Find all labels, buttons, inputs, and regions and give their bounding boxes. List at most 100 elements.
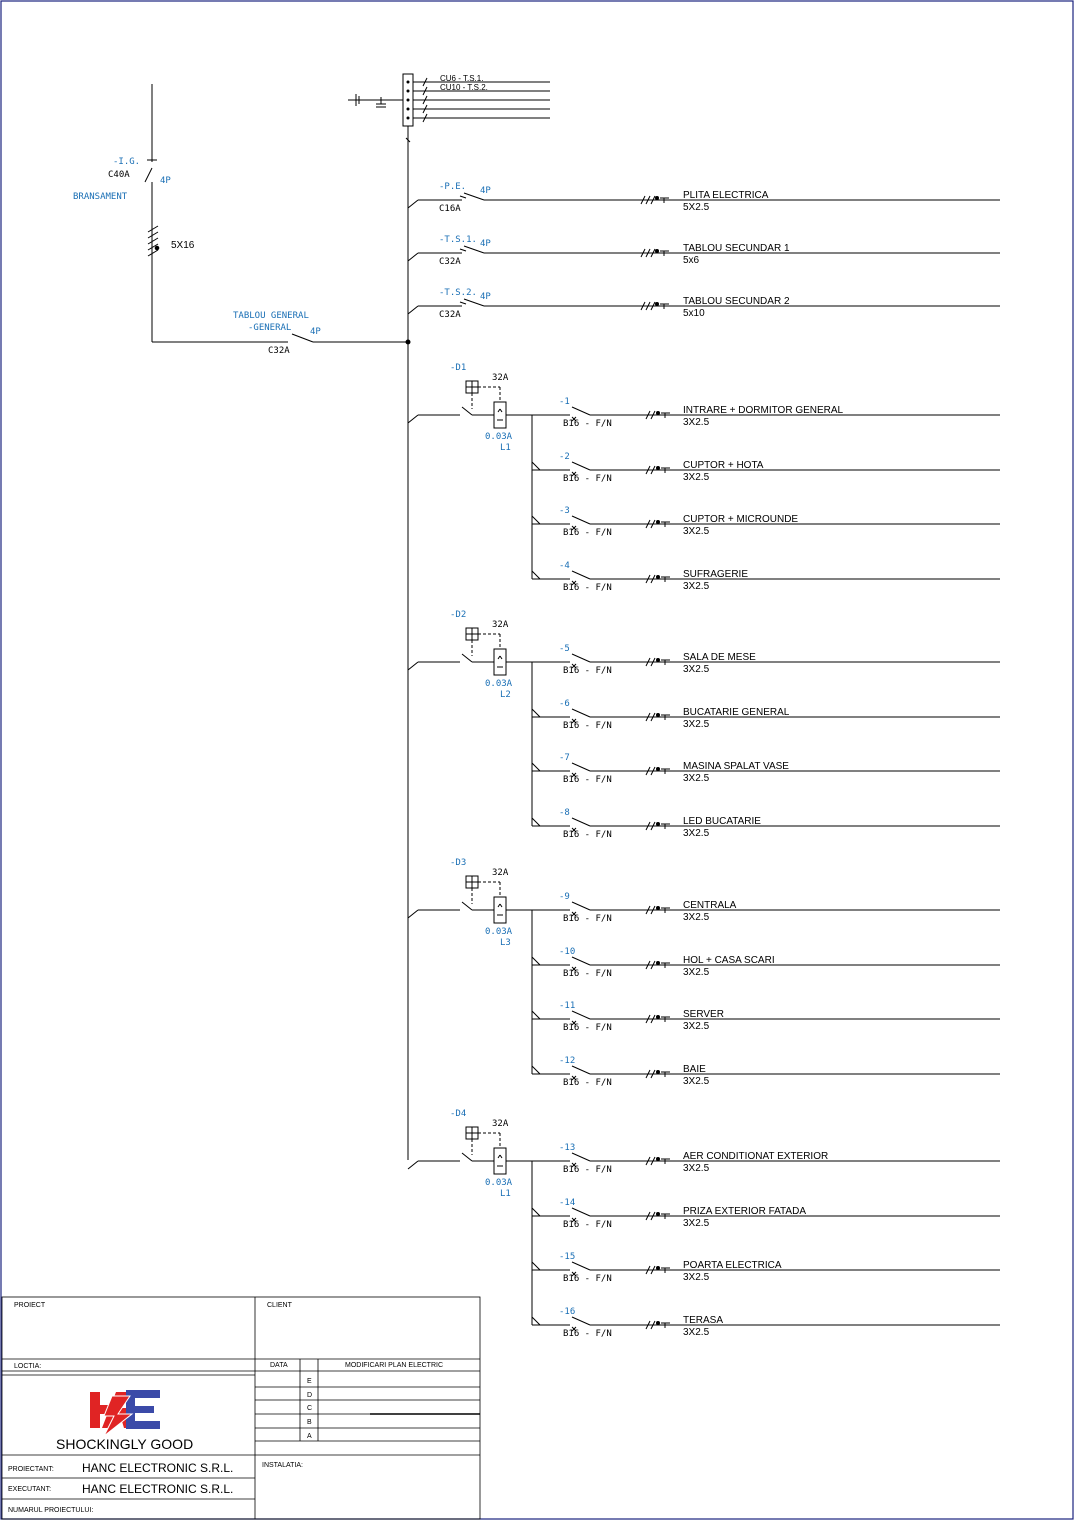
circuit-cable: 3X2.5	[683, 1272, 710, 1283]
instalatia-label: INSTALATIA:	[262, 1462, 303, 1469]
feeder-load-label: TABLOU SECUNDAR 1	[683, 243, 790, 254]
rcd-sensitivity: 0.03A	[485, 679, 513, 689]
circuit-load-label: LED BUCATARIE	[683, 816, 761, 827]
feeder-load-label: TABLOU SECUNDAR 2	[683, 296, 790, 307]
circuit-rating: B16 - F/N	[563, 419, 612, 429]
feeder-poles: 4P	[480, 239, 491, 249]
circuit-load-label: BUCATARIE GENERAL	[683, 707, 790, 718]
circuit-rating: B16 - F/N	[563, 1165, 612, 1175]
main-switch-rating: C32A	[268, 346, 290, 356]
feeder-cable: 5x6	[683, 255, 700, 266]
revision-a: A	[307, 1433, 312, 1440]
main-switch-poles: 4P	[310, 327, 321, 337]
circuit-cable: 3X2.5	[683, 1021, 710, 1032]
circuit-id: -15	[559, 1252, 575, 1262]
circuit-cable: 3X2.5	[683, 526, 710, 537]
rcd-phase: L3	[500, 938, 511, 948]
circuit-id: -9	[559, 892, 570, 902]
revision-b: B	[307, 1419, 312, 1426]
rcd-id: -D4	[450, 1109, 466, 1119]
circuit-rating: B16 - F/N	[563, 666, 612, 676]
circuit-cable: 3X2.5	[683, 912, 710, 923]
circuit-rating: B16 - F/N	[563, 1329, 612, 1339]
circuit-cable: 3X2.5	[683, 1218, 710, 1229]
rcd-rating: 32A	[492, 620, 509, 630]
modificari-label: MODIFICARI PLAN ELECTRIC	[345, 1362, 443, 1369]
circuit-load-label: MASINA SPALAT VASE	[683, 761, 789, 772]
feeder-id: -T.S.2.	[439, 288, 477, 298]
feeder-rating: C16A	[439, 204, 461, 214]
circuit-id: -4	[559, 561, 570, 571]
circuit-id: -12	[559, 1056, 575, 1066]
title-block	[1, 1296, 481, 1520]
circuit-load-label: CUPTOR + MICROUNDE	[683, 514, 798, 525]
client-label: CLIENT	[267, 1302, 293, 1309]
main-switch-name: -GENERAL	[248, 323, 291, 333]
circuit-cable: 3X2.5	[683, 828, 710, 839]
revision-e: E	[307, 1378, 312, 1385]
circuit-id: -2	[559, 452, 570, 462]
circuit-cable: 3X2.5	[683, 719, 710, 730]
data-label: DATA	[270, 1362, 288, 1369]
slogan: SHOCKINGLY GOOD	[56, 1436, 193, 1452]
rcd-phase: L1	[500, 443, 511, 453]
circuit-rating: B16 - F/N	[563, 775, 612, 785]
feeder-poles: 4P	[480, 186, 491, 196]
circuit-cable: 3X2.5	[683, 1163, 710, 1174]
incomer-branch-label: BRANSAMENT	[73, 192, 128, 202]
proiect-label: PROIECT	[14, 1302, 46, 1309]
circuit-cable: 3X2.5	[683, 581, 710, 592]
circuit-cable: 3X2.5	[683, 664, 710, 675]
company-logo	[90, 1390, 160, 1437]
loctia-label: LOCTIA:	[14, 1363, 41, 1370]
circuit-id: -6	[559, 699, 570, 709]
earth-bar-label-2: CU10 - T.S.2.	[440, 83, 488, 92]
circuit-rating: B16 - F/N	[563, 583, 612, 593]
earth-bar	[348, 73, 550, 1160]
earth-bar-label-1: CU6 - T.S.1.	[440, 74, 483, 83]
circuit-load-label: HOL + CASA SCARI	[683, 955, 775, 966]
incomer-cable: 5X16	[171, 240, 195, 251]
circuit-rating: B16 - F/N	[563, 721, 612, 731]
circuit-id: -3	[559, 506, 570, 516]
feeder-rating: C32A	[439, 257, 461, 267]
numar-label: NUMARUL PROIECTULUI:	[8, 1507, 93, 1514]
circuit-load-label: INTRARE + DORMITOR GENERAL	[683, 405, 844, 416]
circuit-load-label: CUPTOR + HOTA	[683, 460, 764, 471]
rcd-phase: L2	[500, 690, 511, 700]
circuit-id: -13	[559, 1143, 575, 1153]
rcd-rating: 32A	[492, 373, 509, 383]
feeder-id: -T.S.1.	[439, 235, 477, 245]
circuit-id: -16	[559, 1307, 575, 1317]
incomer-device: -I.G.	[113, 157, 140, 167]
circuit-load-label: SUFRAGERIE	[683, 569, 748, 580]
rcd-rating: 32A	[492, 1119, 509, 1129]
executant-value: HANC ELECTRONIC S.R.L.	[82, 1482, 233, 1496]
incomer-rating: C40A	[108, 170, 130, 180]
rcd-sensitivity: 0.03A	[485, 927, 513, 937]
feeder-cable: 5x10	[683, 308, 705, 319]
circuit-rating: B16 - F/N	[563, 914, 612, 924]
circuit-load-label: POARTA ELECTRICA	[683, 1260, 782, 1271]
circuit-cable: 3X2.5	[683, 417, 710, 428]
executant-label: EXECUTANT:	[8, 1486, 51, 1493]
circuit-id: -5	[559, 644, 570, 654]
circuit-id: -1	[559, 397, 570, 407]
feeder-load-label: PLITA ELECTRICA	[683, 190, 769, 201]
rcd-phase: L1	[500, 1189, 511, 1199]
rcd-id: -D3	[450, 858, 466, 868]
rcd-sensitivity: 0.03A	[485, 432, 513, 442]
